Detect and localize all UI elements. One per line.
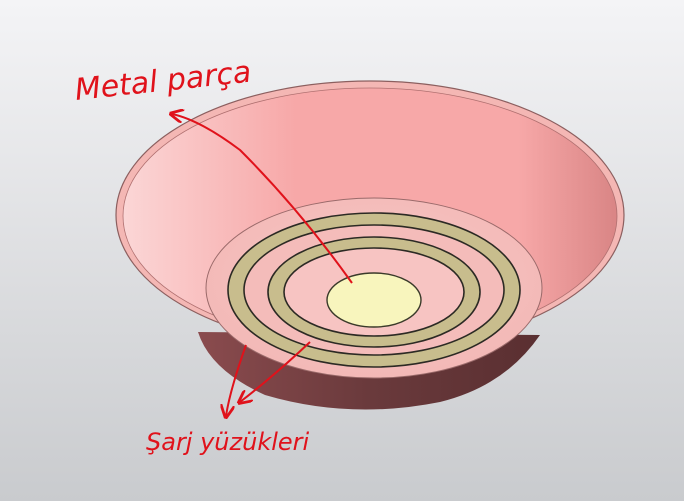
label-charging-rings: Şarj yüzükleri — [146, 428, 310, 456]
center-disk — [326, 272, 422, 328]
arrow-to-ring-outer — [226, 344, 247, 416]
arrow-to-metal-part — [172, 114, 353, 284]
arrow-to-ring-middle — [240, 341, 311, 402]
